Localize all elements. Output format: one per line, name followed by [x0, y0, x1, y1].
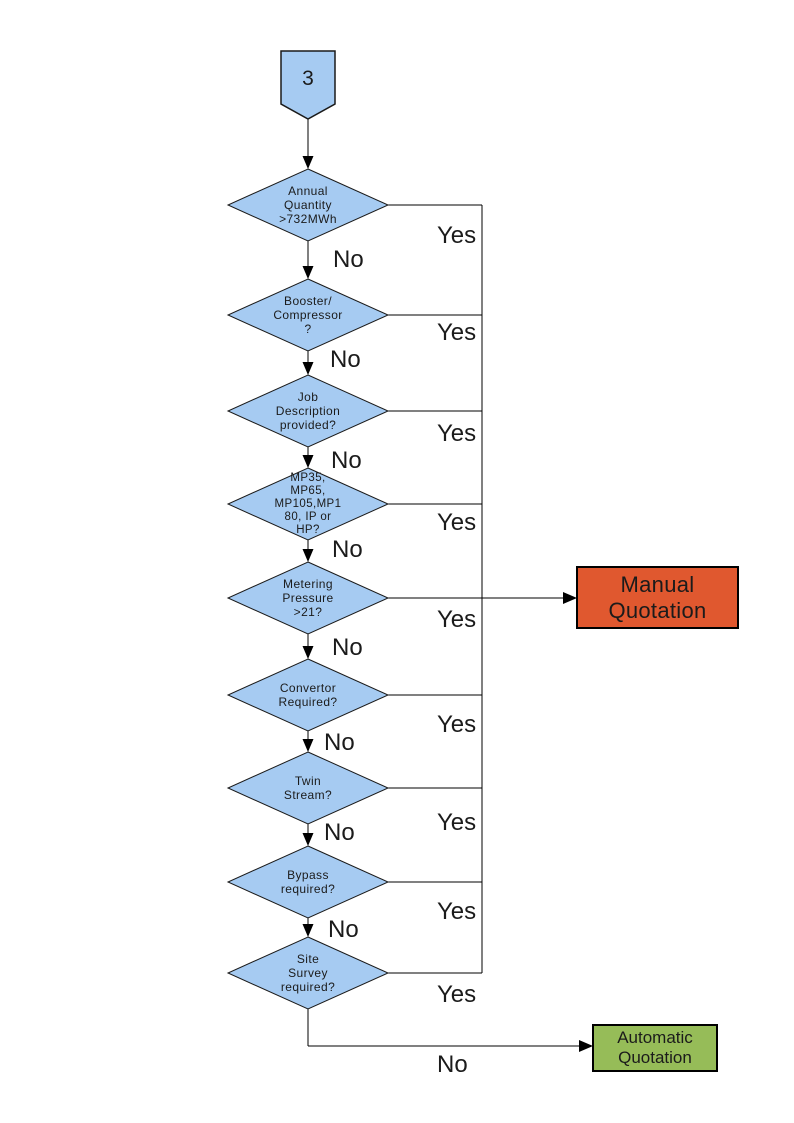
no-arrowhead-icon-7 — [302, 833, 314, 846]
decision-diamond-site-survey — [226, 936, 390, 1010]
decision-diamond-mp-range — [226, 467, 390, 541]
decision-diamond-booster-compressor — [226, 278, 390, 352]
no-arrowhead-icon-8 — [302, 924, 314, 937]
no-label-3: No — [331, 447, 362, 474]
no-arrowhead-icon-5 — [302, 646, 314, 659]
off-page-connector-label: 3 — [302, 66, 314, 90]
no-label-8: No — [328, 916, 359, 943]
yes-label-4: Yes — [437, 509, 477, 536]
decision-label-convertor: Convertor Required? — [278, 681, 338, 709]
no-arrowhead-icon-6 — [302, 739, 314, 752]
yes-label-6: Yes — [437, 711, 477, 738]
decision-label-twin-stream: Twin Stream? — [283, 774, 333, 802]
no-label-9: No — [437, 1051, 468, 1078]
decision-diamond-bypass — [226, 845, 390, 919]
yes-label-8: Yes — [437, 898, 477, 925]
yes-label-2: Yes — [437, 319, 477, 346]
automatic-quotation-box — [592, 1024, 718, 1072]
no-label-4: No — [332, 536, 363, 563]
automatic-arrowhead-icon — [579, 1040, 593, 1052]
off-page-connector-shape — [280, 50, 336, 120]
entry-arrowhead-icon — [302, 156, 314, 169]
decision-diamond-convertor — [226, 658, 390, 732]
decision-label-annual-quantity: Annual Quantity >732MWh — [279, 184, 337, 226]
decision-diamond-metering-pressure — [226, 561, 390, 635]
no-label-6: No — [324, 729, 355, 756]
yes-label-7: Yes — [437, 809, 477, 836]
no-arrowhead-icon-4 — [302, 549, 314, 562]
no-label-5: No — [332, 634, 363, 661]
decision-label-bypass: Bypass required? — [280, 868, 336, 896]
no-label-2: No — [330, 346, 361, 373]
decision-label-job-description: Job Description provided? — [275, 390, 341, 432]
decision-label-mp-range: MP35, MP65, MP105,MP1 80, IP or HP? — [274, 471, 342, 536]
no-arrowhead-icon-3 — [302, 455, 314, 468]
decision-diamond-twin-stream — [226, 751, 390, 825]
decision-label-booster-compressor: Booster/ Compressor ? — [273, 294, 343, 336]
manual-arrowhead-icon — [563, 592, 577, 604]
no-arrowhead-icon-2 — [302, 362, 314, 375]
automatic-quotation-label: Automatic Quotation — [617, 1028, 693, 1067]
decision-diamond-annual-quantity — [226, 168, 390, 242]
decision-label-site-survey: Site Survey required? — [280, 952, 336, 994]
yes-label-3: Yes — [437, 420, 477, 447]
decision-label-metering-pressure: Metering Pressure >21? — [282, 577, 334, 619]
no-label-7: No — [324, 819, 355, 846]
yes-label-9: Yes — [437, 981, 477, 1008]
yes-label-1: Yes — [437, 222, 477, 249]
no-arrowhead-icon-1 — [302, 266, 314, 279]
manual-quotation-box — [576, 566, 739, 629]
yes-label-5: Yes — [437, 606, 477, 633]
manual-quotation-label: Manual Quotation — [608, 571, 707, 623]
no-label-1: No — [333, 246, 364, 273]
decision-diamond-job-description — [226, 374, 390, 448]
